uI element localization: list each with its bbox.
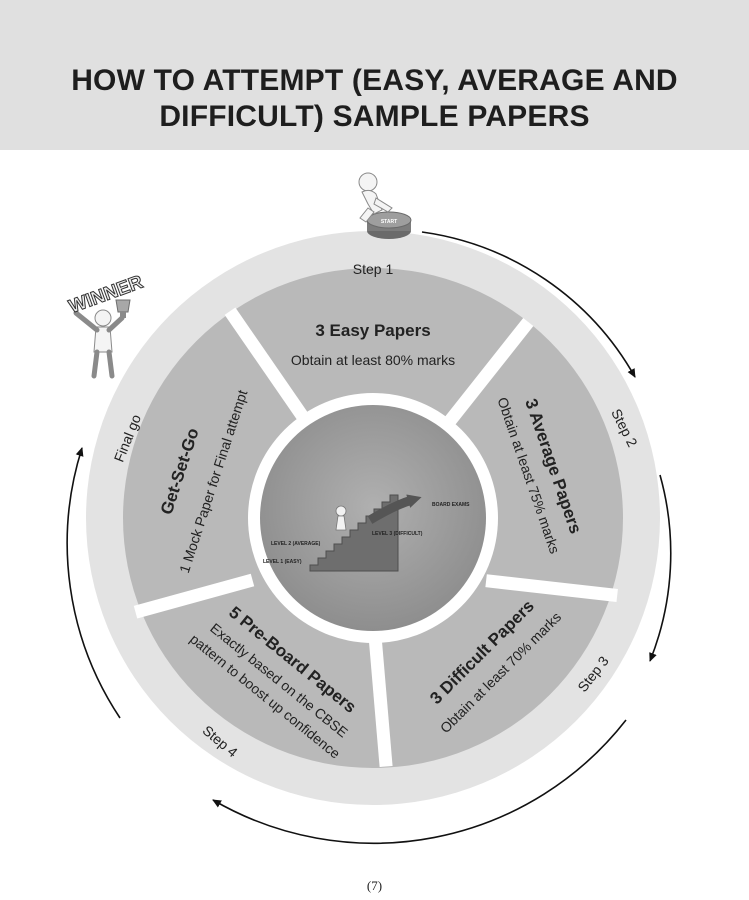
page-title-line1: HOW TO ATTEMPT (EASY, AVERAGE AND [71,64,678,97]
start-figure-icon [358,172,412,239]
level2-label: LEVEL 2 (AVERAGE) [271,541,321,547]
cycle-arrows [66,231,672,844]
title-banner [0,0,749,150]
step1-label: Step 1 [353,261,394,277]
paper-attempt-cycle-diagram: LEVEL 1 (EASY) LEVEL 2 (AVERAGE) LEVEL 3… [66,172,672,844]
level3-label: LEVEL 3 (DIFFICULT) [372,531,423,537]
start-button-label: START [381,219,397,225]
easy-papers-desc: Obtain at least 80% marks [291,352,455,368]
page-number: (7) [366,878,383,893]
segment-separators [133,307,618,768]
page-title-line2: DIFFICULT) SAMPLE PAPERS [159,100,590,133]
level1-label: LEVEL 1 (EASY) [263,559,302,565]
easy-papers-title: 3 Easy Papers [315,321,430,340]
staircase-graphic [309,494,422,572]
board-exams-label: BOARD EXAMS [432,502,470,508]
winner-figure-icon [73,299,131,379]
